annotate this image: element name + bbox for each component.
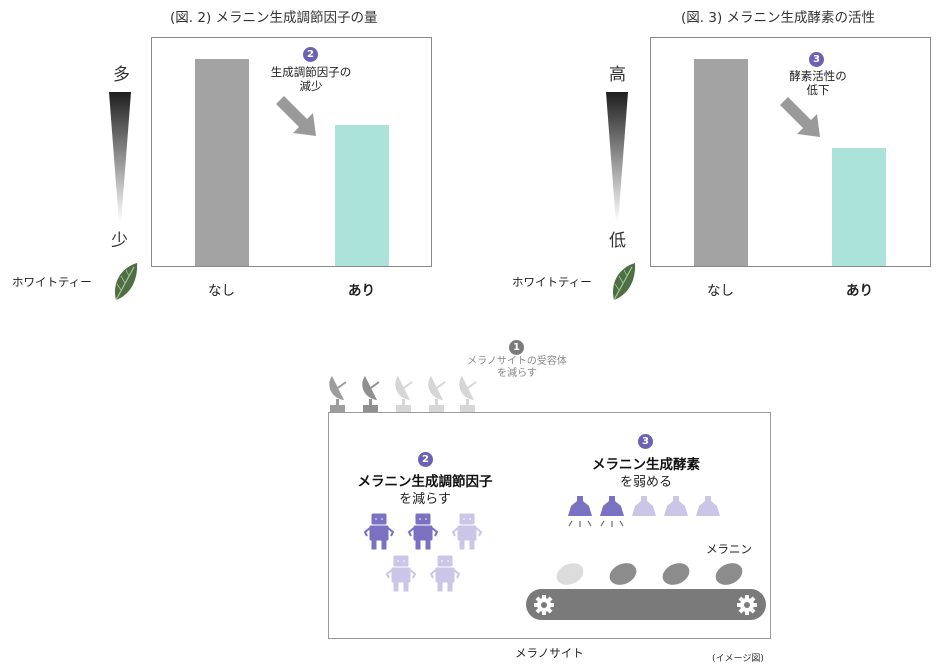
image-note: (イメージ図) bbox=[712, 654, 764, 664]
step2-number: 2 bbox=[418, 452, 433, 467]
chart2-scale-gradient bbox=[606, 92, 628, 222]
satellite-dish-icon bbox=[428, 376, 446, 413]
chart1-scale-bottom: 少 bbox=[111, 231, 128, 251]
chart1-bar-nashi bbox=[195, 59, 249, 266]
lamp-icon bbox=[664, 496, 688, 516]
robot-icon bbox=[452, 513, 482, 550]
gear-icon bbox=[534, 595, 554, 615]
step3-subtitle: を弱める bbox=[619, 475, 672, 490]
satellite-dish-icon bbox=[329, 376, 347, 413]
conveyor-belt bbox=[526, 589, 766, 620]
leaf-icon bbox=[114, 263, 138, 301]
melanin-granule bbox=[715, 563, 743, 585]
lamp-icon bbox=[696, 496, 720, 516]
chart1-scale-top: 多 bbox=[113, 65, 130, 85]
satellite-dish-icon bbox=[362, 376, 380, 413]
step3-title: メラニン生成酵素 bbox=[592, 457, 700, 473]
leaf-icon bbox=[612, 263, 636, 301]
melanin-granule bbox=[556, 563, 584, 585]
chart1-group-label: ホワイトティー bbox=[12, 275, 92, 289]
chart2-title: (図. 3) メラニン生成酵素の活性 bbox=[681, 10, 875, 26]
chart2-annotation-number: 3 bbox=[809, 52, 824, 67]
step3-number: 3 bbox=[638, 434, 653, 449]
chart2-annotation: 酵素活性の 低下 bbox=[789, 69, 847, 97]
step2-title: メラニン生成調節因子 bbox=[357, 474, 493, 490]
chart1-annotation: 生成調節因子の 減少 bbox=[270, 65, 352, 93]
chart2-bar-ari bbox=[832, 148, 886, 266]
melanin-label: メラニン bbox=[706, 542, 752, 556]
chart1-xlabel-nashi: なし bbox=[208, 283, 235, 299]
receptor-row bbox=[329, 376, 477, 413]
melanin-conveyor bbox=[526, 563, 766, 620]
chart2-xlabel-nashi: なし bbox=[707, 283, 734, 299]
lamp-icon bbox=[568, 496, 592, 516]
satellite-dish-icon bbox=[395, 376, 413, 413]
lamp-icon bbox=[632, 496, 656, 516]
step1-number: 1 bbox=[509, 340, 524, 355]
chart1-bar-ari bbox=[335, 125, 389, 266]
step1-text: メラノサイトの受容体 を減らす bbox=[467, 356, 567, 379]
melanin-granule bbox=[609, 563, 637, 585]
chart1-xlabel-ari: あり bbox=[348, 283, 375, 299]
chart2-bar-nashi bbox=[694, 59, 748, 266]
arrow-icon bbox=[276, 96, 316, 136]
robot-icon bbox=[408, 513, 438, 550]
step2-subtitle: を減らす bbox=[399, 492, 451, 507]
chart2-xlabel-ari: あり bbox=[846, 283, 873, 299]
melanin-granule bbox=[662, 563, 690, 585]
lamp-icon bbox=[600, 496, 624, 516]
enzyme-lamps bbox=[568, 496, 720, 527]
melanocyte-label: メラノサイト bbox=[515, 646, 584, 660]
satellite-dish-icon bbox=[459, 376, 477, 413]
arrow-icon bbox=[780, 97, 820, 137]
robot-icon bbox=[364, 513, 394, 550]
gear-icon bbox=[737, 595, 757, 615]
chart2-scale-top: 高 bbox=[609, 65, 626, 85]
chart2-scale-bottom: 低 bbox=[609, 231, 626, 251]
chart2-frame: 3 酵素活性の 低下 bbox=[650, 37, 931, 267]
regulator-robots bbox=[364, 513, 482, 592]
robot-icon bbox=[386, 555, 416, 592]
robot-icon bbox=[430, 555, 460, 592]
chart2-group-label: ホワイトティー bbox=[512, 275, 592, 289]
chart1-frame: 2 生成調節因子の 減少 bbox=[151, 37, 432, 267]
chart1-scale-gradient bbox=[109, 92, 131, 222]
chart1-title: (図. 2) メラニン生成調節因子の量 bbox=[170, 10, 378, 26]
chart1-annotation-number: 2 bbox=[303, 47, 318, 62]
